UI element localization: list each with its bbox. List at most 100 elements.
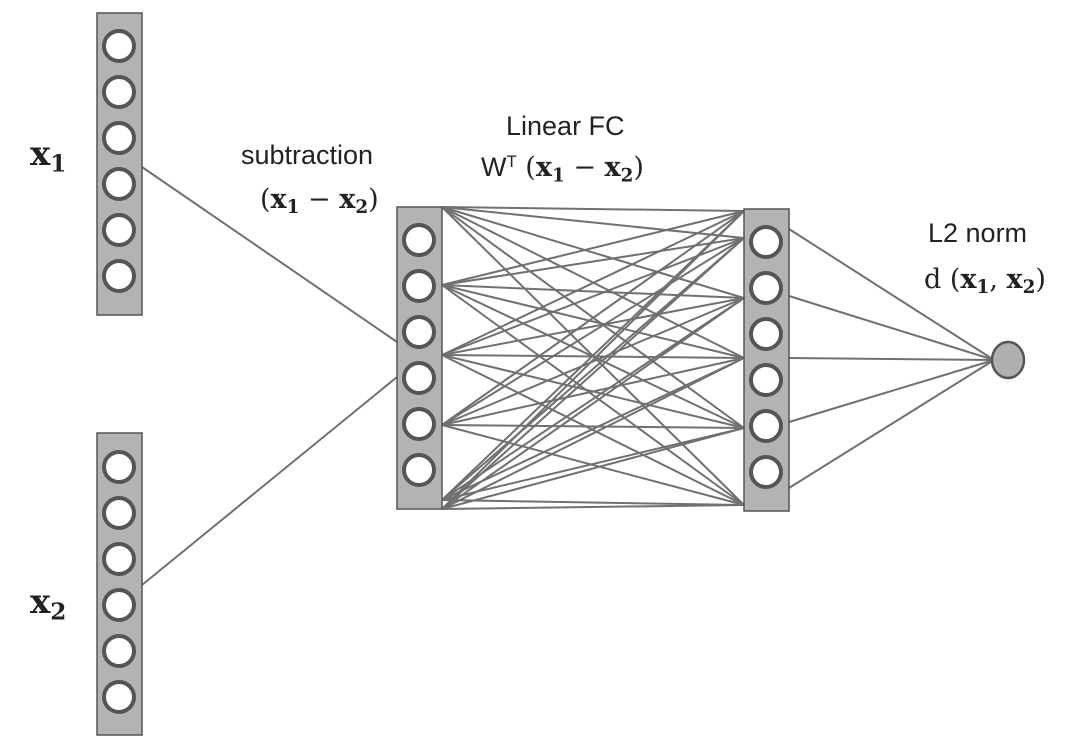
linear-fc-expression: WT (x1 − x2) [481,152,644,187]
edge-fc [441,297,745,426]
x2-input-node [102,588,136,622]
subtraction-operand-b: x [339,184,356,215]
edge-fc [441,206,745,212]
l2-norm-operand-a-sub: 1 [976,277,990,299]
x2-input-node [102,496,136,530]
edge-fc [441,210,745,501]
edge-fc-to-output [788,228,995,361]
edge-fc [441,424,745,429]
x2-input-node [102,450,136,484]
subtraction-node [402,223,436,257]
edge-fc [441,427,745,501]
l2-norm-expression: d (x1, x2) [924,266,1046,298]
x1-input-node [102,121,136,155]
l2-norm-operand-a: x [960,264,977,295]
edge-fc [441,206,745,239]
x2-label-base: x [30,582,51,622]
edge-fc [441,499,745,506]
subtraction-node [402,361,436,395]
linear-fc-node [749,455,783,489]
l2-norm-title: L2 norm [928,218,1028,248]
subtraction-minus: − [299,184,340,215]
edge-fc-to-output [788,357,995,361]
linear-fc-title: Linear FC [506,111,625,141]
l2-norm-open-paren: ( [941,264,961,295]
linear-fc-node [749,225,783,259]
edge-fc [441,237,745,501]
linear-fc-operand-a-sub: 1 [551,165,565,187]
subtraction-operand-b-sub: 2 [355,197,369,219]
subtraction-node [402,407,436,441]
layer-columns [96,12,790,736]
subtraction-node [402,269,436,303]
linear-fc-node [749,271,783,305]
l2-norm-comma: , [989,264,1007,295]
subtraction-open-paren: ( [260,184,271,215]
linear-fc-weight: W [481,152,507,183]
x1-input-node [102,213,136,247]
x1-label-base: x [30,134,51,174]
edge-fc [441,284,745,506]
x1-label: x1 [30,137,66,176]
subtraction-node [402,315,436,349]
edge-fc [441,210,745,286]
edge-fc [441,297,745,501]
edge-x2-to-subtraction [141,376,398,586]
x1-input-node [102,259,136,293]
edge-fc-to-output [788,359,995,423]
l2-norm-close-paren: ) [1035,264,1046,295]
linear-fc-node [749,363,783,397]
x2-input-node [102,680,136,714]
edge-fc [441,210,745,356]
subtraction-close-paren: ) [368,184,379,215]
subtraction-operand-a-sub: 1 [286,197,300,219]
subtraction-node [402,453,436,487]
edge-fc [441,357,745,426]
x2-label: x2 [30,585,66,624]
edge-fc [441,237,745,510]
edge-fc [441,357,745,501]
edge-fc [441,210,745,510]
edge-fc [441,237,745,426]
linear-fc-minus: − [564,152,605,184]
edge-fc [441,297,745,356]
edge-fc [441,284,745,299]
x2-input-node [102,542,136,576]
subtraction-operand-a: x [270,184,287,215]
edge-fc-to-output [788,359,995,489]
linear-fc-column [743,208,790,512]
linear-fc-operand-b: x [604,152,621,184]
linear-fc-operand-a: x [535,152,552,184]
edge-fc [441,210,745,426]
edge-fc [441,284,745,359]
subtraction-title: subtraction [241,140,374,170]
linear-fc-weight-transpose: T [506,152,517,171]
linear-fc-operand-b-sub: 2 [620,165,634,187]
l2-norm-operand-b: x [1006,264,1023,295]
connection-edges [141,166,995,586]
edge-fc [441,297,745,510]
edge-fc [441,504,745,510]
edge-fc-to-output [788,295,995,361]
x2-label-sub: 2 [50,598,67,626]
edge-fc [441,237,745,356]
edge-fc [441,357,745,510]
linear-fc-close-paren: ) [633,152,644,184]
linear-fc-open-paren: ( [516,152,536,184]
linear-fc-node [749,317,783,351]
x1-input-node [102,75,136,109]
l2-norm-operand-b-sub: 2 [1022,277,1036,299]
neuron-nodes [102,29,1026,714]
l2-output-node [990,340,1026,380]
edge-fc [441,427,745,510]
x1-input-node [102,167,136,201]
linear-fc-node [749,409,783,443]
subtraction-expression: (x1 − x2) [260,186,379,218]
x2-input-node [102,634,136,668]
x1-label-sub: 1 [50,150,67,178]
l2-norm-distance: d [924,264,942,295]
edge-x1-to-subtraction [141,166,398,343]
x1-input-node [102,29,136,63]
